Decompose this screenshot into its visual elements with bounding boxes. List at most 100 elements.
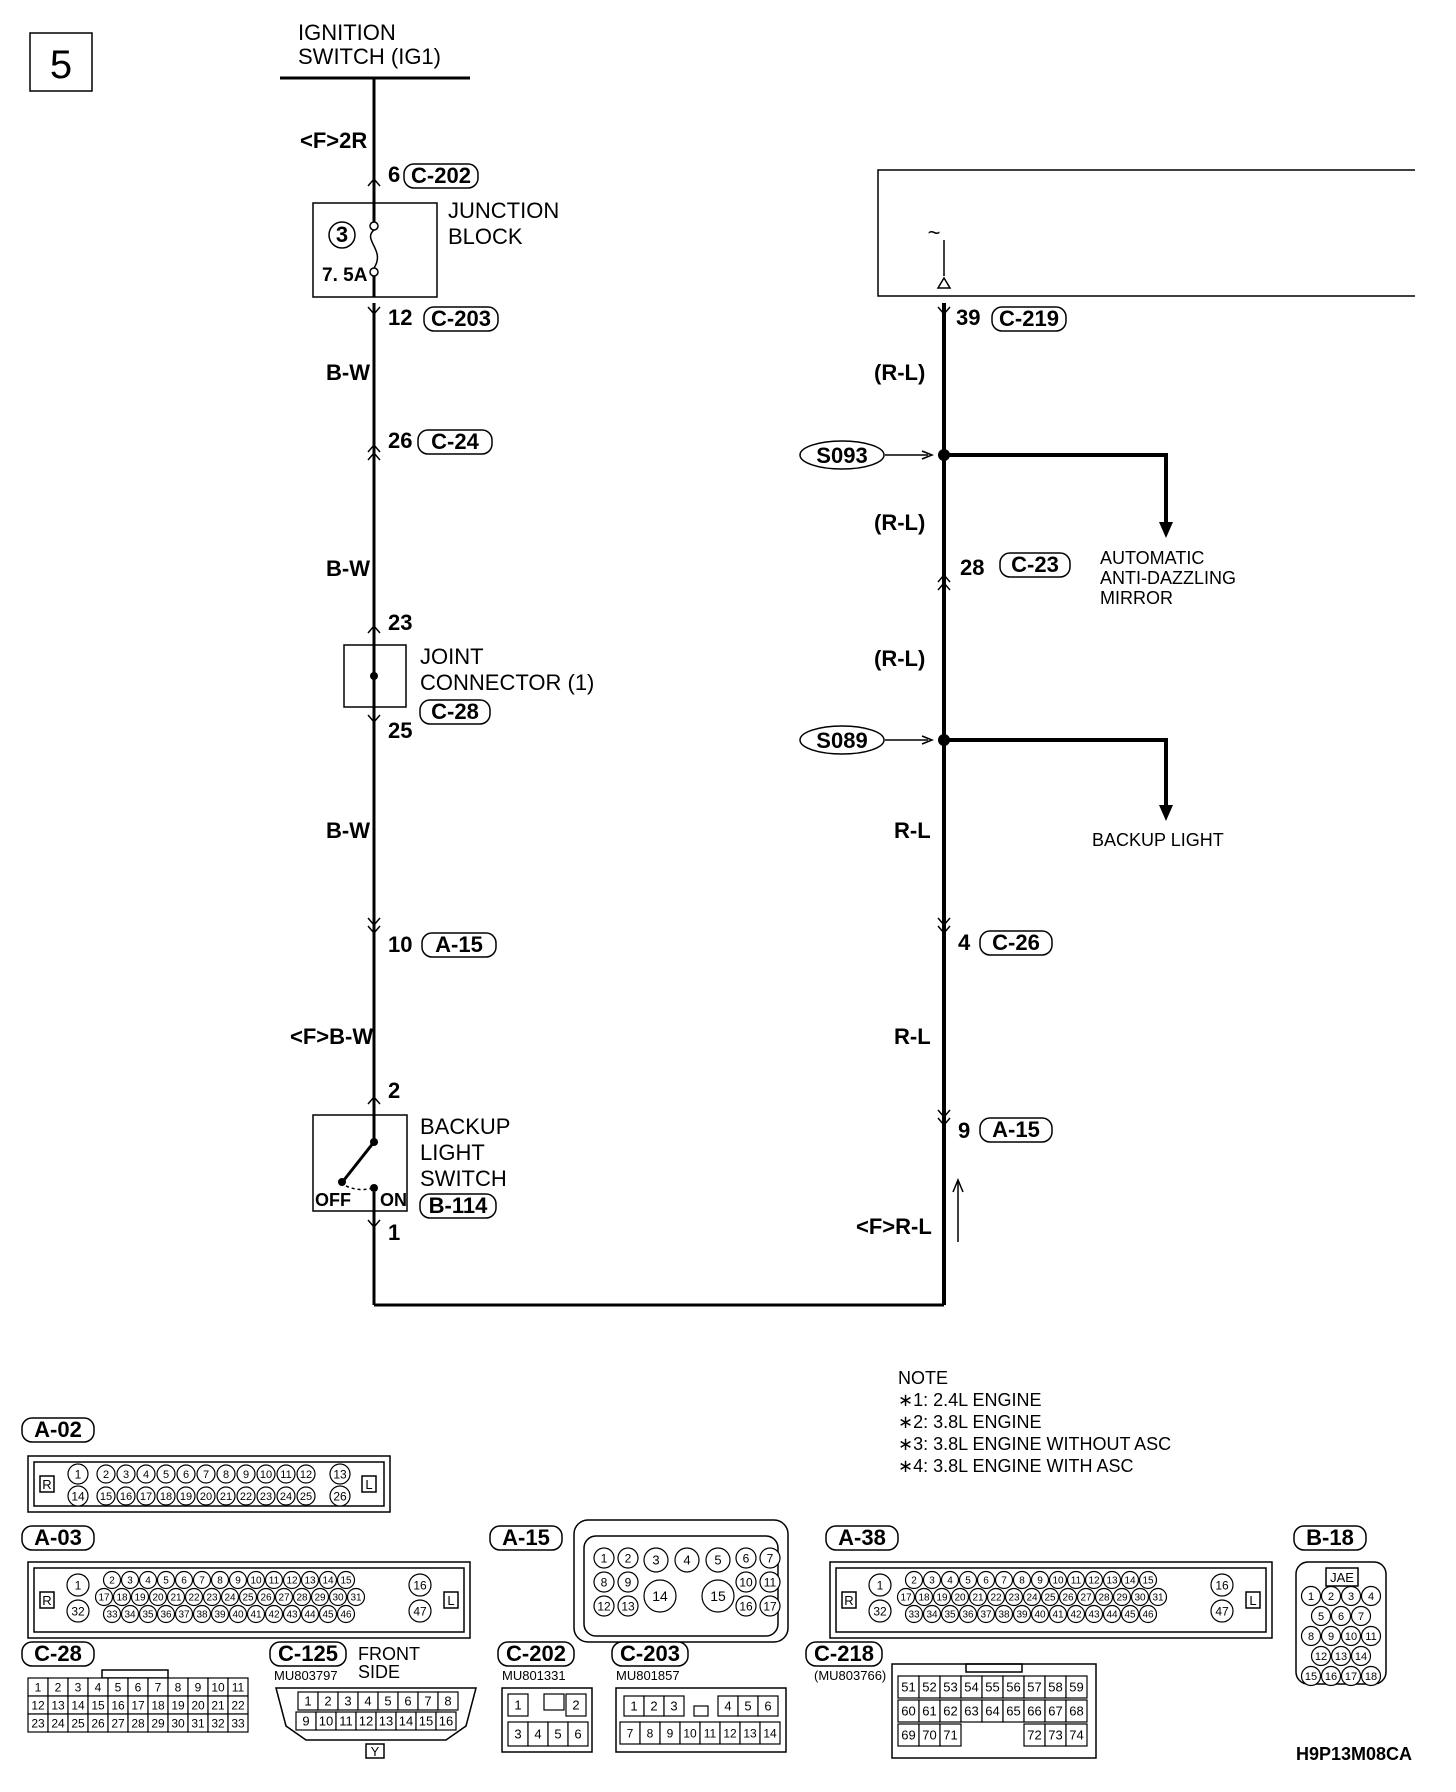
pin-cavity bbox=[735, 1571, 757, 1593]
pin-number: 17 bbox=[900, 1593, 912, 1604]
pin-cavity bbox=[896, 1587, 916, 1607]
pin-cavity bbox=[176, 1486, 196, 1506]
c203-part: MU801857 bbox=[616, 1668, 680, 1683]
pin-number: 23 bbox=[31, 1716, 45, 1730]
pin-number: 8 bbox=[175, 1680, 182, 1694]
switch-off-contact bbox=[338, 1178, 346, 1186]
a03-l: L bbox=[447, 1593, 454, 1608]
pin-number: 7 bbox=[203, 1469, 209, 1481]
right-wire1-color: (R-L) bbox=[874, 360, 925, 385]
pin-number: 73 bbox=[1048, 1728, 1062, 1743]
pin-number: 16 bbox=[413, 1578, 427, 1592]
pin-cavity bbox=[102, 1604, 122, 1624]
c218-label: C-218 bbox=[814, 1641, 874, 1666]
pin-number: 15 bbox=[419, 1714, 433, 1729]
pin-cavity bbox=[292, 1587, 312, 1607]
c202-label: C-202 bbox=[411, 163, 471, 188]
pin-cavity bbox=[543, 1693, 565, 1711]
double-chevron-icon bbox=[367, 443, 381, 461]
pin-cavity bbox=[156, 1486, 176, 1506]
pin-cavity bbox=[939, 1723, 962, 1747]
a38-r: R bbox=[844, 1593, 853, 1608]
pin-number: 26 bbox=[333, 1489, 347, 1503]
pin-number: 3 bbox=[344, 1694, 351, 1709]
a03-l-key bbox=[443, 1591, 459, 1609]
pin-number: 8 bbox=[217, 1576, 223, 1587]
page-number-box bbox=[29, 32, 93, 92]
pin-number: 34 bbox=[124, 1610, 136, 1621]
pin-number: 9 bbox=[625, 1575, 632, 1589]
chevron-icon bbox=[367, 177, 381, 187]
c218-part: (MU803766) bbox=[814, 1668, 886, 1683]
pin-number: 8 bbox=[1019, 1576, 1025, 1587]
pin-number: 5 bbox=[744, 1699, 751, 1714]
pin-number: 68 bbox=[1069, 1704, 1083, 1719]
pin-number: 2 bbox=[625, 1551, 632, 1565]
c23-pin: 28 bbox=[960, 555, 984, 580]
a03-face-inner bbox=[33, 1567, 465, 1633]
pin-cavity bbox=[328, 1587, 348, 1607]
pin-number: 8 bbox=[601, 1575, 608, 1589]
pin-cavity bbox=[1350, 1605, 1372, 1627]
pin-number: 12 bbox=[286, 1576, 298, 1587]
pin-cavity bbox=[1300, 1665, 1322, 1687]
pin-number: 8 bbox=[223, 1469, 229, 1481]
note-item-3: ∗3: 3.8L ENGINE WITHOUT ASC bbox=[898, 1434, 1171, 1454]
a15-left-label: A-15 bbox=[435, 932, 483, 957]
pin-cavity bbox=[1120, 1570, 1140, 1590]
pin-number: 7 bbox=[424, 1694, 431, 1709]
pin-number: 25 bbox=[242, 1593, 254, 1604]
pin-number: 43 bbox=[1088, 1610, 1100, 1621]
pin-number: 6 bbox=[1338, 1611, 1344, 1623]
pin-number: 54 bbox=[964, 1680, 978, 1695]
pin-cavity bbox=[256, 1486, 276, 1506]
pin-number: 32 bbox=[873, 1604, 887, 1618]
pin-cavity bbox=[705, 1547, 731, 1573]
fuse-terminal-top bbox=[369, 221, 379, 231]
pin-number: 26 bbox=[1062, 1593, 1074, 1604]
pin-cavity bbox=[346, 1587, 366, 1607]
pin-cavity bbox=[868, 1599, 892, 1623]
pin-cavity bbox=[940, 1604, 960, 1624]
pin-cavity bbox=[300, 1570, 320, 1590]
pin-number: 27 bbox=[1080, 1593, 1092, 1604]
pin-number: 16 bbox=[111, 1698, 125, 1712]
pin-number: 18 bbox=[918, 1593, 930, 1604]
c26-badge bbox=[979, 930, 1053, 956]
pin-number: 10 bbox=[683, 1726, 697, 1740]
switch-on-contact bbox=[370, 1184, 378, 1192]
pin-number: 2 bbox=[109, 1576, 115, 1587]
backup-switch-line2: LIGHT bbox=[420, 1140, 485, 1165]
b114-label: B-114 bbox=[429, 1193, 488, 1218]
joint-connector-line1: JOINT bbox=[420, 644, 484, 669]
pin-cavity bbox=[1012, 1604, 1032, 1624]
left-wire1-color: B-W bbox=[326, 360, 370, 385]
double-chevron-icon bbox=[937, 917, 951, 935]
pin-cavity bbox=[759, 1547, 781, 1569]
pin-cavity bbox=[567, 1721, 589, 1747]
pin-number: 22 bbox=[990, 1593, 1002, 1604]
pin-cavity bbox=[192, 1570, 212, 1590]
pin-number: 12 bbox=[723, 1726, 737, 1740]
pin-cavity bbox=[904, 1604, 924, 1624]
c125-label: C-125 bbox=[278, 1641, 338, 1666]
pin-cavity bbox=[246, 1604, 266, 1624]
pin-number: 12 bbox=[300, 1469, 312, 1481]
pin-number: 6 bbox=[764, 1699, 771, 1714]
pin-cavity bbox=[116, 1486, 136, 1506]
pin-number: 4 bbox=[1368, 1591, 1374, 1603]
pin-number: 1 bbox=[75, 1578, 82, 1592]
pin-number: 15 bbox=[100, 1491, 112, 1503]
a02-r-key bbox=[39, 1475, 55, 1493]
fuse-number: 3 bbox=[336, 222, 348, 247]
chevron-icon bbox=[367, 714, 381, 724]
pin-number: 1 bbox=[75, 1467, 82, 1481]
pin-cavity bbox=[174, 1570, 194, 1590]
pin-number: 5 bbox=[163, 1469, 169, 1481]
pin-number: 13 bbox=[621, 1599, 635, 1613]
chevron-icon bbox=[367, 1219, 381, 1229]
c26-pin: 4 bbox=[958, 930, 971, 955]
note-title: NOTE bbox=[898, 1368, 948, 1388]
pin-number: 5 bbox=[384, 1694, 391, 1709]
